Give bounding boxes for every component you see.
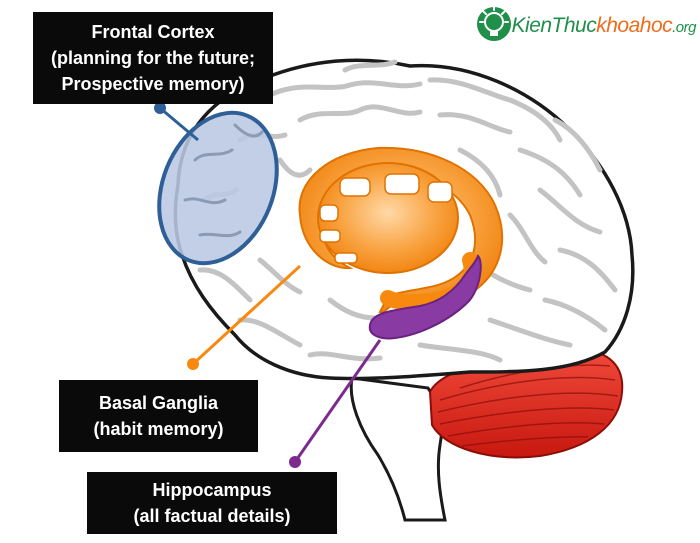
frontal-cortex-desc-line1: (planning for the future;: [51, 48, 255, 68]
site-logo: KienThuckhoahoc.org: [471, 6, 697, 46]
logo-text-part2: Thuc: [551, 14, 597, 37]
lightbulb-logo-icon: [477, 6, 511, 41]
frontal-cortex-label: Frontal Cortex (planning for the future;…: [33, 12, 273, 104]
frontal-cortex-title: Frontal Cortex: [91, 22, 215, 42]
logo-text: KienThuckhoahoc.org: [511, 14, 697, 37]
basal-ganglia-desc: (habit memory): [93, 419, 224, 439]
frontal-cortex-desc-line2: Prospective memory): [61, 74, 245, 94]
frontal-cortex-region: [157, 110, 279, 266]
leader-lines: [154, 102, 382, 468]
cerebellum: [428, 348, 624, 459]
logo-domain: .org: [672, 19, 696, 36]
brain-folds: [197, 59, 618, 363]
hippocampus-label: Hippocampus (all factual details): [87, 472, 337, 534]
hippocampus-region: [368, 254, 482, 340]
basal-ganglia-title: Basal Ganglia: [98, 393, 219, 413]
logo-text-part3: khoahoc: [596, 14, 673, 37]
basal-ganglia-region: [298, 146, 504, 314]
hippocampus-desc: (all factual details): [133, 506, 291, 526]
basal-ganglia-label: Basal Ganglia (habit memory): [59, 380, 258, 452]
hippocampus-title: Hippocampus: [152, 480, 272, 500]
frontal-folds: [183, 123, 264, 238]
